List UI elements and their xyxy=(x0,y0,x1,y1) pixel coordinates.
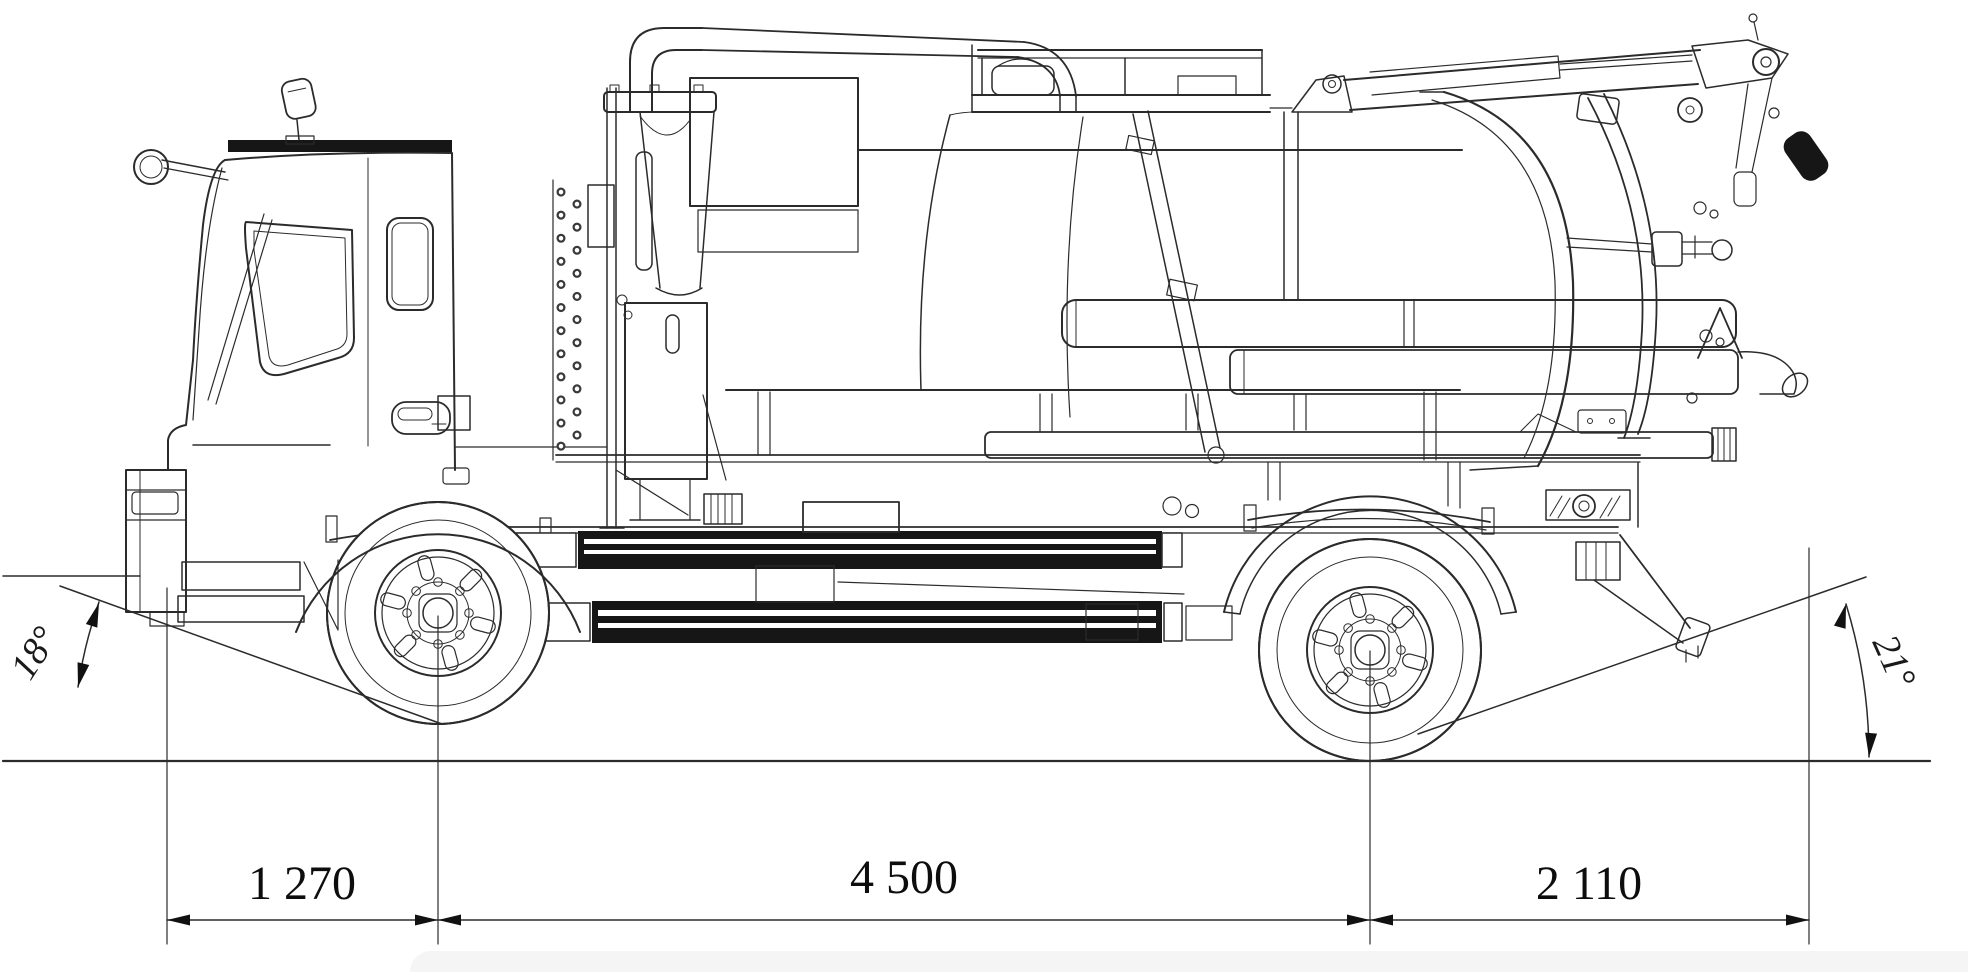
suction-boom-tube xyxy=(1061,299,1809,398)
rear-quarter-window xyxy=(386,217,434,311)
page-corner-shading xyxy=(410,951,1968,972)
headlamp xyxy=(131,491,179,515)
rear-leaf-spring xyxy=(1247,508,1491,523)
side-toolboxes xyxy=(515,531,1233,643)
door-window xyxy=(244,221,355,377)
chassis xyxy=(325,389,1711,663)
rear-overhang-dimension: 2 110 xyxy=(1536,857,1642,910)
roof-platform xyxy=(971,44,1293,113)
air-filter xyxy=(703,493,743,525)
vacuum-pump-module xyxy=(587,27,1077,529)
front-fender-arch xyxy=(295,533,581,633)
roof-rail-bar xyxy=(228,140,452,152)
tank-body xyxy=(689,13,1829,471)
boom-arm xyxy=(1291,13,1829,207)
hose-roller xyxy=(1783,131,1829,181)
front-overhang-dimension: 1 270 xyxy=(248,857,356,910)
control-box xyxy=(624,302,708,480)
dimension-annotations: 1 270 4 500 2 110 xyxy=(166,547,1810,945)
approach-angle-label: 18° xyxy=(2,619,66,686)
departure-angle-label: 21° xyxy=(1864,629,1924,695)
departure-angle-line xyxy=(1417,576,1867,735)
tank-rear-door xyxy=(1419,90,1725,471)
pintle-hitch xyxy=(1545,489,1631,521)
wheelbase-dimension: 4 500 xyxy=(850,851,958,904)
wheels xyxy=(326,501,1482,762)
platform-pump-unit xyxy=(991,65,1055,96)
truck-cab xyxy=(125,77,608,631)
driveshaft xyxy=(837,581,1185,595)
beacon-light xyxy=(280,77,317,145)
suction-elbow-pipe xyxy=(629,27,1077,136)
perforated-step-strip xyxy=(556,187,582,461)
tank-front-housing xyxy=(689,77,859,207)
door-lock-coupler xyxy=(1566,231,1733,267)
side-mirror xyxy=(133,149,229,185)
cyclone-flange xyxy=(603,91,717,113)
door-lift-cylinder xyxy=(1125,110,1225,464)
door-handle xyxy=(391,401,451,435)
approach-angle-line xyxy=(59,585,443,725)
front-bumper xyxy=(125,469,187,627)
rear-outrigger xyxy=(1575,534,1711,663)
tank-mount-legs xyxy=(757,391,1437,461)
boom-hydraulic-cylinder xyxy=(1369,55,1561,96)
rear-fender xyxy=(1223,461,1517,615)
cab-steps xyxy=(177,561,305,623)
frame-level-tube xyxy=(984,409,1737,462)
fuel-tank xyxy=(802,501,900,533)
